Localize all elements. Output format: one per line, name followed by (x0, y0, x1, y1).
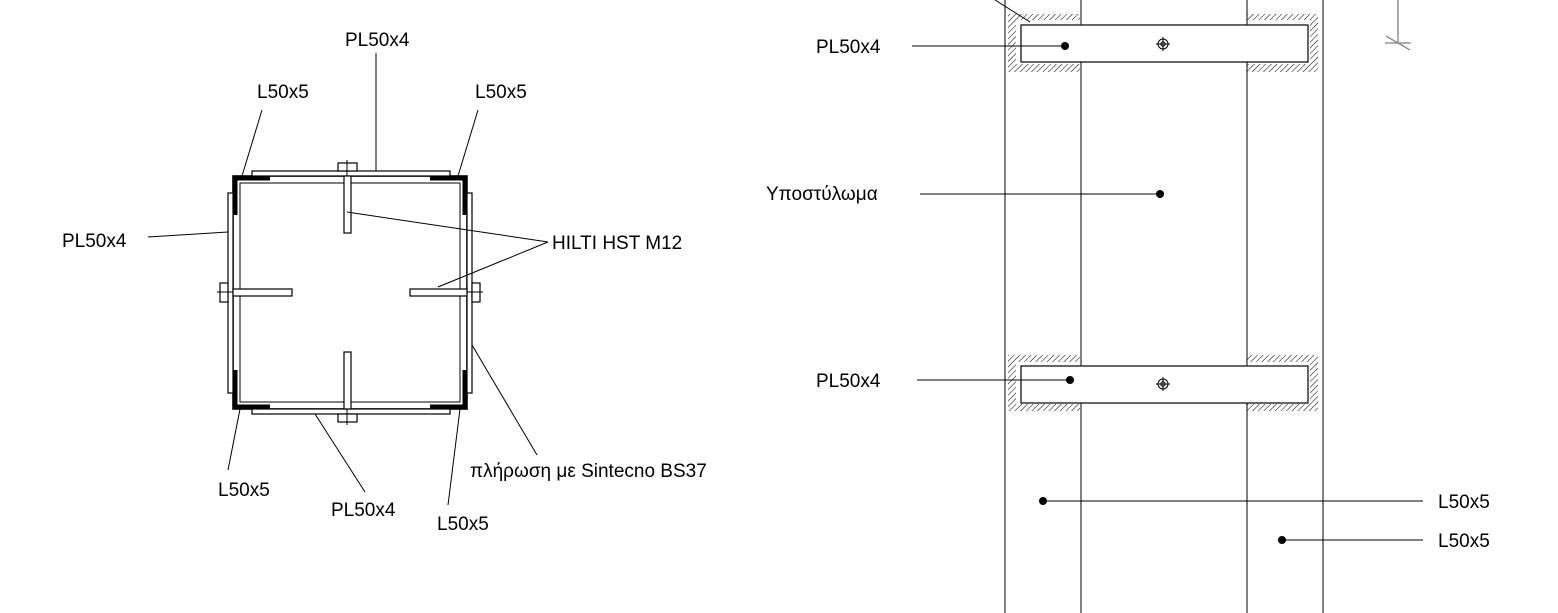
elevation-upper-hatch (1008, 14, 1318, 72)
elevation-upper-bolt (1156, 37, 1170, 51)
section-label-anchors: HILTI HST M12 (552, 233, 682, 254)
elevation-leaders (912, 42, 1423, 544)
section-anchor-right (409, 282, 483, 303)
section-label-bottom-right-angle: L50x5 (437, 514, 489, 535)
section-label-bottom-plate: PL50x4 (331, 500, 396, 521)
section-label-grout: πλήρωση με Sintecno BS37 (470, 461, 707, 482)
elevation-label-lower-plate: PL50x4 (816, 371, 881, 392)
section-left-plate (227, 192, 234, 394)
elevation-lower-hatch (1008, 355, 1318, 411)
section-anchor-left (217, 282, 293, 303)
section-top-plate (251, 170, 451, 177)
section-label-top-plate: PL50x4 (345, 30, 410, 51)
section-label-top-left-angle: L50x5 (257, 82, 309, 103)
section-anchor-top (337, 160, 358, 234)
section-right-plate (466, 192, 473, 394)
elevation-label-angle-2: L50x5 (1438, 531, 1490, 552)
elevation-view: PL50x4 Υποστύλωμα PL50x4 L50x5 L50x5 (766, 0, 1490, 613)
elevation-label-upper-plate: PL50x4 (816, 37, 881, 58)
section-label-left-plate: PL50x4 (62, 231, 127, 252)
elevation-verticals (1004, 0, 1324, 613)
section-anchor-bottom (337, 351, 358, 425)
elevation-label-angle-1: L50x5 (1438, 492, 1490, 513)
section-angle-corners (232, 175, 468, 410)
section-leaders (147, 53, 549, 506)
section-label-top-right-angle: L50x5 (475, 82, 527, 103)
elevation-lower-bolt (1156, 377, 1170, 391)
section-bottom-plate (251, 408, 451, 415)
elevation-label-column: Υποστύλωμα (766, 184, 878, 205)
cut-mark-icon (1385, 0, 1411, 51)
section-view: PL50x4 L50x5 L50x5 PL50x4 HILTI HST M12 … (62, 30, 707, 535)
section-label-bottom-left-angle: L50x5 (218, 480, 270, 501)
elevation-top-leader (994, 0, 1031, 23)
